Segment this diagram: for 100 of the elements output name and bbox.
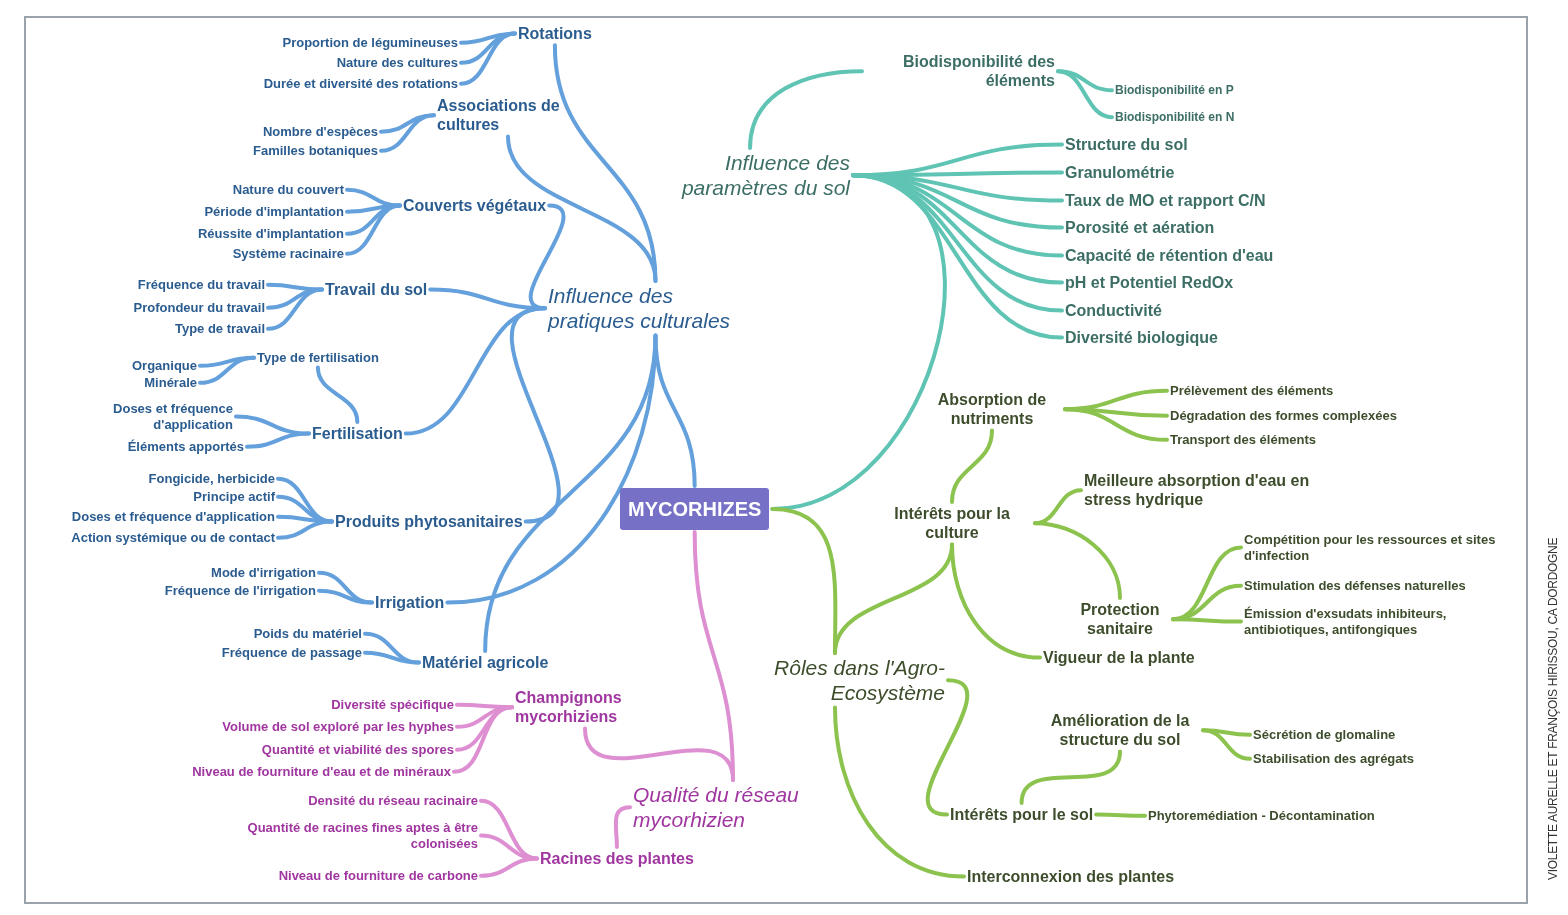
central-topic-box: MYCORHIZES [620, 488, 770, 530]
branch-line [950, 428, 994, 504]
leaf-label: Phytoremédiation - Décontamination [1148, 808, 1375, 824]
branch-label: Couverts végétaux [403, 196, 547, 216]
leaf-label: Nombre d'espèces [262, 124, 378, 140]
main-branch-label: Qualité du réseau mycorhizien [633, 782, 833, 833]
branch-label: Vigueur de la plante [1043, 648, 1195, 668]
branch-label: Intérêts pour le sol [950, 805, 1094, 825]
branch-line [198, 355, 256, 385]
leaf-label: Compétition pour les ressources et sites d'infection [1244, 532, 1519, 564]
branch-line [459, 31, 517, 86]
leaf-label: Système racinaire [232, 246, 344, 262]
branch-line [479, 856, 539, 878]
leaf-label: Profondeur du travail [133, 300, 265, 316]
branch-label: Intérêts pour la culture [872, 504, 1032, 543]
leaf-label: Sécrétion de glomaline [1253, 727, 1396, 743]
leaf-label: Quantité de racines fines aptes à être colonisées [238, 820, 478, 852]
leaf-label: Niveau de fourniture de carbone [278, 868, 478, 884]
branch-label: Irrigation [375, 593, 445, 613]
branch-label: Associations de cultures [437, 96, 579, 135]
branch-line [266, 287, 324, 331]
leaf-label: Fongicide, herbicide [148, 471, 275, 487]
branch-line [363, 650, 421, 665]
leaf-label: Proportion de légumineuses [282, 35, 458, 51]
branch-line [317, 588, 374, 605]
branch-line [1201, 728, 1252, 761]
leaf-label: Transport des éléments [1170, 432, 1316, 448]
leaf-label: Biodisponibilité en P [1115, 83, 1234, 98]
branch-line [613, 805, 632, 849]
branch-label: Absorption de nutriments [922, 390, 1062, 429]
branch-label: Conductivité [1065, 301, 1162, 321]
main-branch-label: Rôles dans l'Agro-Ecosystème [725, 655, 945, 706]
branch-line [345, 203, 402, 256]
branch-label: Biodisponibilité des éléments [865, 52, 1055, 91]
leaf-label: Type de travail [174, 321, 265, 337]
leaf-label: Nature du couvert [232, 182, 344, 198]
branch-line [276, 519, 334, 540]
leaf-label: Minérale [144, 375, 197, 391]
branch-line [1094, 812, 1147, 818]
leaf-label: Densité du réseau racinaire [308, 793, 478, 809]
branch-line [851, 173, 1064, 340]
leaf-label: Dégradation des formes complexées [1170, 408, 1397, 424]
leaf-label: Diversité spécifique [331, 697, 454, 713]
leaf-label: Familles botaniques [253, 143, 378, 159]
leaf-label: Organique [132, 358, 197, 374]
branch-line [1171, 617, 1243, 624]
branch-label: Interconnexion des plantes [967, 867, 1175, 887]
leaf-label: Mode d'irrigation [211, 565, 316, 581]
branch-line [509, 306, 561, 524]
branch-label: Produits phytosanitaires [335, 512, 523, 532]
branch-line [452, 705, 514, 774]
branch-line [926, 678, 969, 817]
branch-line [1063, 407, 1169, 442]
leaf-label: Principe actif [193, 489, 275, 505]
leaf-label: Prélèvement des éléments [1170, 383, 1334, 399]
credit-text: VIOLETTE AURELLE ET FRANÇOIS HIRISSOU, CA DORDOGNE [1546, 537, 1560, 880]
branch-line [345, 187, 402, 208]
leaf-label: Poids du matériel [253, 626, 362, 642]
branch-label: Capacité de rétention d'eau [1065, 246, 1274, 266]
branch-label: Champignons mycorhiziens [515, 688, 655, 727]
branch-label: Structure du sol [1065, 135, 1188, 155]
leaf-label: Fréquence du travail [137, 277, 265, 293]
branch-label: Amélioration de la structure du sol [1040, 711, 1200, 750]
branch-line [653, 333, 697, 488]
leaf-label: Nature des cultures [336, 55, 458, 71]
leaf-label: Stimulation des défenses naturelles [1244, 578, 1466, 594]
leaf-label: Type de fertilisation [257, 350, 379, 366]
main-branch-label: Influence des paramètres du sol [650, 150, 850, 201]
leaf-label: Fréquence de passage [221, 645, 362, 661]
leaf-label: Durée et diversité des rotations [263, 76, 458, 92]
leaf-label: Doses et fréquence d'application [71, 509, 275, 525]
branch-label: Racines des plantes [540, 849, 694, 869]
branch-label: Matériel agricole [422, 653, 549, 673]
branch-label: Protection sanitaire [1070, 600, 1170, 639]
branch-line [483, 333, 658, 653]
leaf-label: Quantité et viabilité des spores [261, 742, 454, 758]
branch-label: Granulométrie [1065, 163, 1175, 183]
leaf-label: Émission d'exsudats inhibiteurs, antibiotiques, antifongiques [1244, 606, 1494, 638]
leaf-label: Volume de sol exploré par les hyphes [222, 719, 454, 735]
branch-label: Diversité biologique [1065, 328, 1218, 348]
leaf-label: Biodisponibilité en N [1115, 110, 1235, 125]
branch-line [1056, 69, 1114, 120]
leaf-label: Réussite d'implantation [197, 226, 344, 242]
branch-line [833, 705, 966, 879]
leaf-label: Doses et fréquence d'application [83, 401, 233, 433]
branch-label: Travail du sol [325, 280, 428, 300]
leaf-label: Éléments apportés [127, 439, 244, 455]
branch-label: Meilleure absorption d'eau en stress hydrique [1084, 471, 1314, 510]
leaf-label: Stabilisation des agrégats [1253, 751, 1415, 767]
branch-line [1033, 521, 1122, 600]
leaf-label: Période d'implantation [204, 204, 344, 220]
branch-line [315, 365, 360, 424]
leaf-label: Action systémique ou de contact [71, 530, 275, 546]
branch-line [245, 431, 311, 449]
branch-label: pH et Potentiel RedOx [1065, 273, 1234, 293]
branch-line [506, 134, 658, 283]
branch-line [583, 726, 735, 782]
leaf-label: Fréquence de l'irrigation [164, 583, 316, 599]
branch-label: Porosité et aération [1065, 218, 1215, 238]
leaf-label: Niveau de fourniture d'eau et de minéraux [192, 764, 451, 780]
